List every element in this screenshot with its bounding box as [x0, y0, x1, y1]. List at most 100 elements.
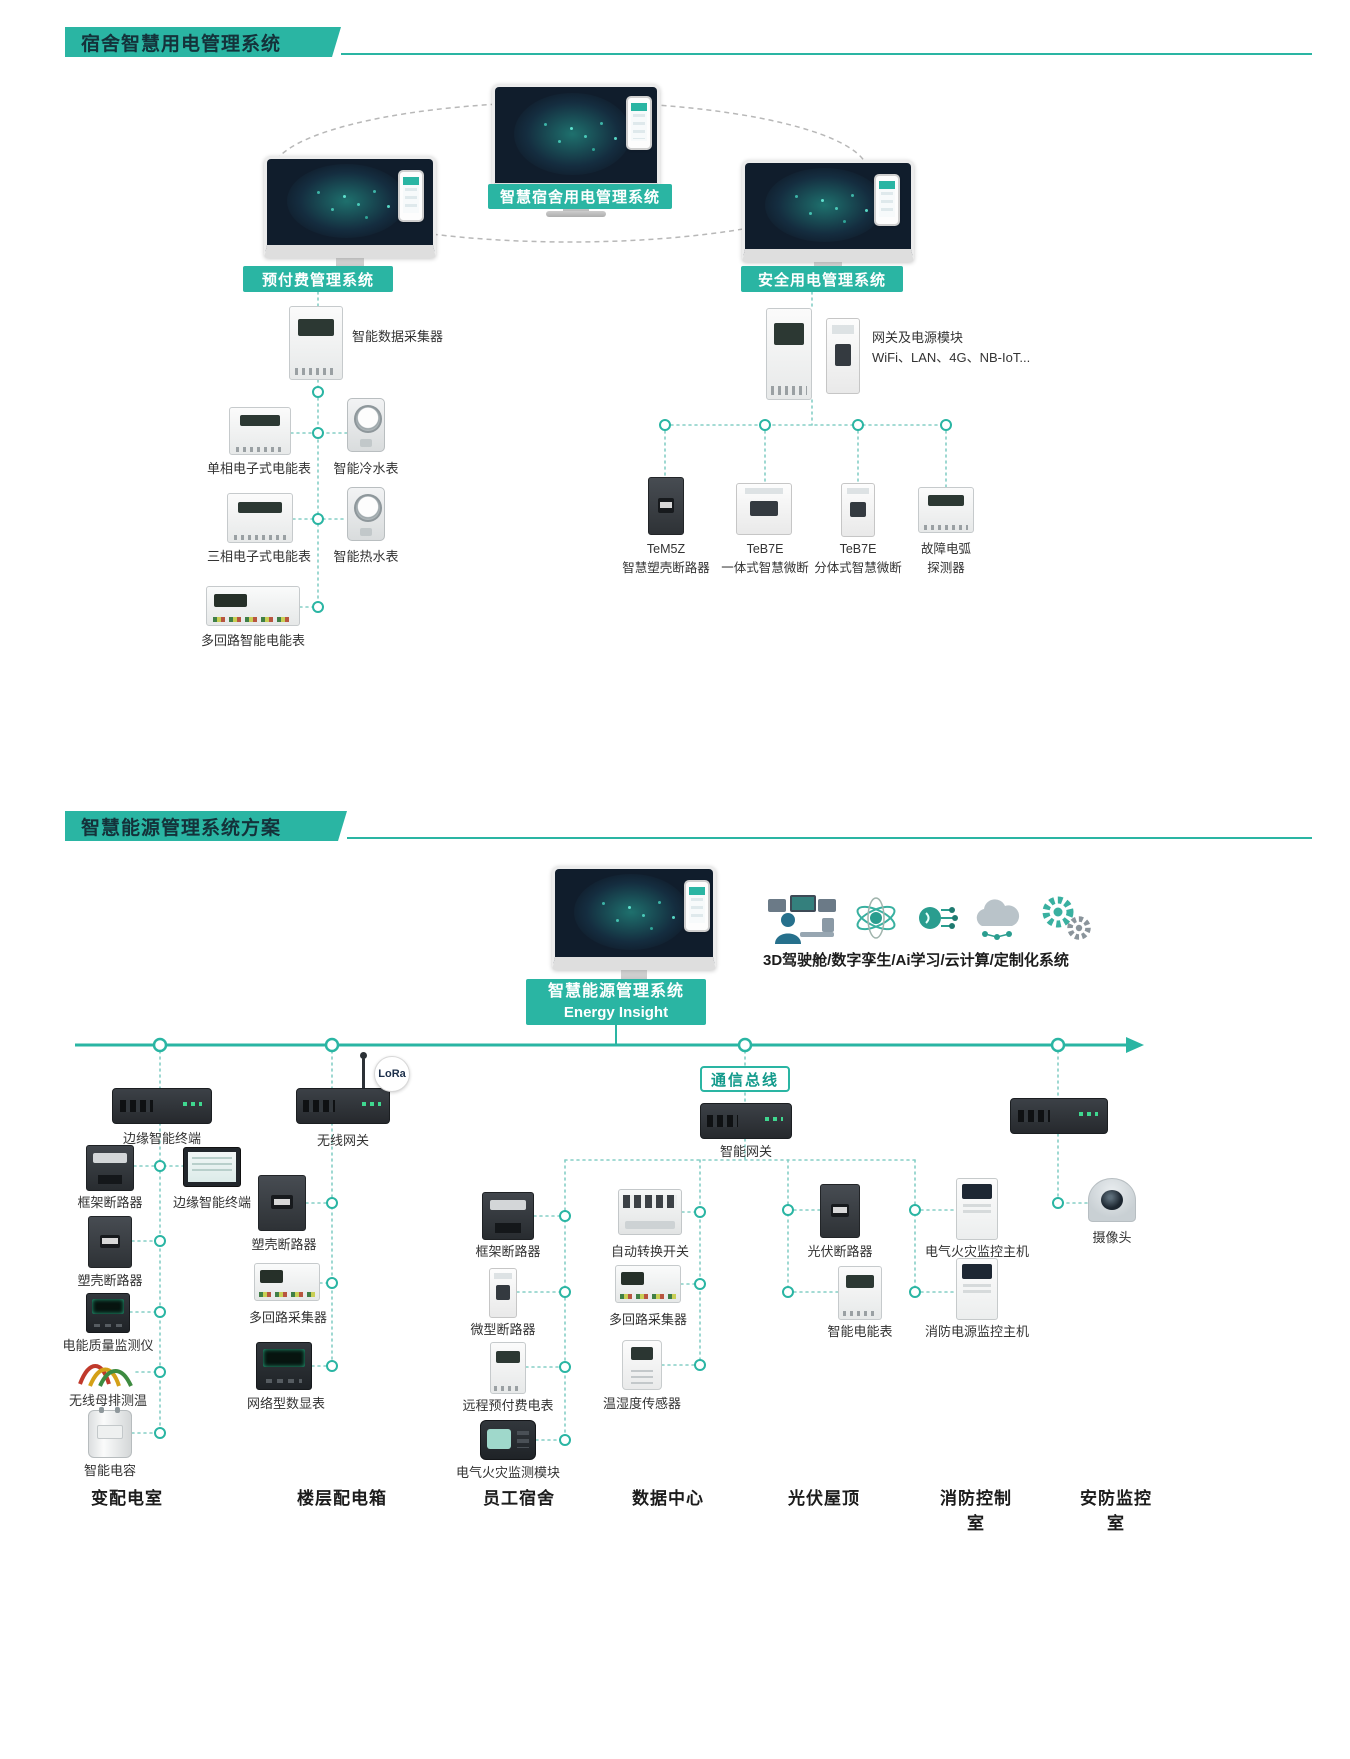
multi-circuit-collector-label: 多回路采集器 [608, 1312, 687, 1327]
arc-detector-line1: 故障电弧 [920, 542, 971, 556]
ai-learning-icon [910, 894, 960, 942]
mccb-label: 塑壳断路器 [251, 1237, 317, 1252]
cold-water-meter-label: 智能冷水表 [333, 461, 399, 476]
monitor-base [545, 211, 607, 217]
teb7e-integrated-device [736, 483, 792, 535]
cloud-computing-icon [968, 892, 1026, 944]
dashboard-glow [573, 874, 688, 950]
single-phase-meter-device [229, 407, 291, 455]
lora-text: LoRa [378, 1068, 406, 1080]
hot-water-meter-label: 智能热水表 [333, 549, 399, 564]
edge-terminal-label: 边缘智能终端 [122, 1131, 201, 1146]
column-name-datacenter: 数据中心 [632, 1489, 704, 1508]
section2-title: 智慧能源管理系统方案 [81, 817, 282, 839]
multi-circuit-collector-device [615, 1265, 681, 1303]
teb7e-split-label: TeB7E 分体式智慧微断 [806, 540, 910, 578]
antenna [360, 1052, 367, 1090]
section2-title-bar: 智慧能源管理系统方案 [65, 811, 347, 841]
mcb-label: 微型断路器 [470, 1322, 536, 1337]
smart-capacitor-label: 智能电容 [83, 1463, 136, 1478]
custom-system-gears-icon [1036, 888, 1094, 946]
section1-title-bar: 宿舍智慧用电管理系统 [65, 27, 341, 57]
gateway-label-line2: WiFi、LAN、4G、NB-IoT... [872, 349, 1031, 365]
phone-screen [689, 887, 705, 923]
pv-breaker-label: 光伏断路器 [807, 1244, 873, 1259]
single-phase-meter-label: 单相电子式电能表 [206, 461, 311, 476]
phone-screen [879, 181, 895, 217]
electrical-fire-module-device [480, 1420, 536, 1460]
data-collector-device [289, 306, 343, 380]
frame-breaker-device [86, 1145, 134, 1191]
temp-humidity-sensor-device [622, 1340, 662, 1390]
column-name-pv-roof: 光伏屋顶 [788, 1489, 860, 1508]
mccb-device [88, 1216, 132, 1268]
three-phase-meter-label: 三相电子式电能表 [206, 549, 311, 564]
tem5z-breaker-device [648, 477, 684, 535]
dashboard-dots [627, 905, 631, 909]
power-module-device [826, 318, 860, 394]
dashboard-glow [286, 164, 407, 239]
section1-rule [341, 53, 1312, 55]
frame-breaker-label: 框架断路器 [475, 1244, 541, 1259]
teb7e-split-name: 分体式智慧微断 [814, 560, 902, 575]
teb7e-integrated-label: TeB7E 一体式智慧微断 [713, 540, 817, 578]
data-collector-label: 智能数据采集器 [352, 329, 444, 344]
prepaid-system-badge: 预付费管理系统 [243, 266, 393, 292]
ats-device [618, 1189, 682, 1235]
busbar-temp-label: 无线母排测温 [68, 1393, 147, 1408]
s2-bus [75, 1025, 1144, 1053]
edge-terminal-gateway-device [112, 1088, 212, 1124]
network-display-meter-device [256, 1342, 312, 1390]
mccb-device [258, 1175, 306, 1231]
phone-right [874, 174, 900, 226]
edge-terminal-screen-label: 边缘智能终端 [172, 1195, 251, 1210]
comm-bus-badge: 通信总线 [700, 1066, 790, 1092]
multi-circuit-collector-device [254, 1263, 320, 1301]
dashboard-glow [514, 92, 632, 176]
multi-circuit-meter-device [206, 586, 300, 626]
section2-rule [347, 837, 1312, 839]
digital-twin-icon [852, 894, 900, 942]
s2-bus-nodes [152, 1037, 1066, 1053]
dashboard-glow [764, 168, 885, 243]
teb7e-integrated-name: 一体式智慧微断 [721, 560, 809, 575]
electrical-fire-host-device [956, 1178, 998, 1240]
security-gateway-device [1010, 1098, 1108, 1134]
gateway-module-device [766, 308, 812, 400]
frame-breaker-label: 框架断路器 [77, 1195, 143, 1210]
tem5z-label: TeM5Z 智慧塑壳断路器 [614, 540, 718, 578]
column-name-fire-control: 消防控制室 [940, 1489, 1012, 1533]
fire-power-host-device [956, 1258, 998, 1320]
camera-label: 摄像头 [1092, 1230, 1132, 1245]
ats-label: 自动转换开关 [610, 1244, 689, 1259]
wireless-gateway-label: 无线网关 [316, 1133, 369, 1148]
power-quality-monitor-device [86, 1293, 130, 1333]
busbar-temp-device [76, 1357, 136, 1387]
tem5z-name: 智慧塑壳断路器 [622, 560, 710, 575]
prepaid-system-label: 预付费管理系统 [261, 271, 374, 289]
temp-humidity-sensor-label: 温湿度传感器 [602, 1396, 681, 1411]
multi-circuit-meter-label: 多回路智能电能表 [200, 633, 305, 648]
safety-system-badge: 安全用电管理系统 [741, 266, 903, 292]
edge-terminal-screen-device [183, 1147, 241, 1187]
column-name-floor-box: 楼层配电箱 [297, 1489, 387, 1508]
power-quality-monitor-label: 电能质量监测仪 [62, 1338, 154, 1353]
mcb-device [489, 1268, 517, 1318]
platform-badge-label: 智慧宿舍用电管理系统 [499, 189, 660, 206]
teb7e-split-device [841, 483, 875, 537]
electrical-fire-host-label: 电气火灾监控主机 [924, 1244, 1029, 1259]
smart-energy-meter-label: 智能电能表 [827, 1324, 893, 1339]
column-name-dormitory: 员工宿舍 [483, 1489, 555, 1508]
electrical-fire-module-label: 电气火灾监测模块 [455, 1465, 560, 1480]
energy-platform-badge: 智慧能源管理系统 Energy Insight [526, 979, 706, 1025]
platform-badge: 智慧宿舍用电管理系统 [488, 184, 672, 209]
smart-gateway-device [700, 1103, 792, 1139]
lora-logo: LoRa [374, 1056, 410, 1092]
column-name-security: 安防监控室 [1080, 1489, 1152, 1533]
energy-phone [684, 880, 710, 932]
fire-power-host-label: 消防电源监控主机 [924, 1324, 1029, 1339]
prepaid-meter-label: 远程预付费电表 [462, 1398, 554, 1413]
monitor-screen [552, 866, 716, 970]
hot-water-meter-device [347, 487, 385, 541]
phone-center [626, 96, 652, 150]
